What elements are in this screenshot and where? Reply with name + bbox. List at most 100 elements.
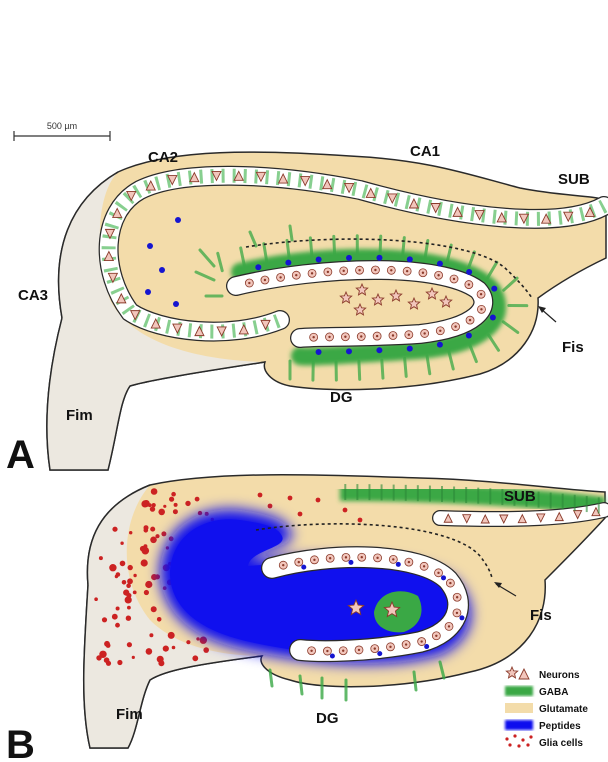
glia-cell [158,509,165,516]
glia-cell [155,534,159,538]
glia-cell [99,556,103,560]
label-sub-a: SUB [558,171,590,188]
glia-cell [163,646,169,652]
peptide-dot [316,349,322,355]
glia-cell [116,572,121,577]
peptide-dot [316,257,322,263]
glia-cell [125,596,132,603]
glia-cell [148,503,152,507]
peptide-dot [466,333,472,339]
peptide-dot [346,348,352,354]
glia-cell [149,633,153,637]
glia-cell [195,497,200,502]
legend-item-peptides: Peptides [505,720,581,732]
label-fim-b: Fim [116,706,143,723]
peptide-dot [346,255,352,261]
glia-cell [173,509,178,514]
glia-cell [142,547,150,555]
glia-cell [104,657,110,663]
peptide-dot [175,217,181,223]
peptide-dot [147,243,153,249]
glia-cell [163,505,166,508]
glia-cell [508,743,511,746]
peptide-dot [437,342,443,348]
glia-cell [128,565,133,570]
peptide-dot [255,264,261,270]
peptide-dot [437,261,443,267]
panel-a: CA1 CA2 CA3 SUB Fis DG Fim A [6,143,606,477]
legend-item-neurons: Neurons [506,667,580,681]
peptide-dot [173,301,179,307]
glia-cell [133,591,137,595]
glia-cell [168,632,175,639]
legend-item-glutamate: Glutamate [505,703,588,715]
glia-cell [112,614,118,620]
glia-cell [517,744,520,747]
peptide-dot [348,560,353,565]
glia-cell [133,574,136,577]
glia-cell [526,743,529,746]
panel-b: SUB Fis DG Fim B [6,475,605,762]
glia-cell [116,607,120,611]
glia-cell [127,578,133,584]
peptide-dot [330,654,335,659]
peptide-dot [376,347,382,353]
panel-a-fis-arrow [538,306,556,322]
glia-cell [151,574,157,580]
neuron-star [506,667,517,678]
glia-cell [144,590,149,595]
glia-cell [513,734,516,737]
label-fis-b: Fis [530,607,552,624]
gaba-stroke [414,672,416,690]
peptide-dot [490,314,496,320]
legend-label-glia: Glia cells [539,738,583,749]
label-fim-a: Fim [66,407,93,424]
gaba-stroke [359,361,360,379]
glia-cell [150,527,155,532]
glia-cell [102,617,107,622]
glia-cell [196,637,199,640]
gaba-stroke [405,358,407,376]
glia-cell [127,642,132,647]
glia-cell [185,501,190,506]
legend-label-peptides: Peptides [539,721,581,732]
peptide-dot [459,615,464,620]
glia-cell [298,512,303,517]
glia-cell [96,655,101,660]
glia-cell [174,503,178,507]
glia-cell [172,646,176,650]
glia-cell [200,637,207,644]
glia-cell [123,590,129,596]
scale-bar: 500 µm [14,121,110,141]
glia-cell [120,561,126,567]
gaba-stroke [382,360,383,378]
legend-label-gaba: GABA [539,687,568,698]
glia-cell [268,504,273,509]
peptide-dot [376,255,382,261]
label-ca1: CA1 [410,143,440,160]
peptide-dot [159,267,165,273]
glia-cell [152,503,156,507]
glia-cell [521,738,524,741]
glia-cell [122,580,127,585]
peptide-dot [285,260,291,266]
panel-a-letter: A [6,433,35,477]
glia-cell [112,527,117,532]
glia-cell [157,617,162,622]
peptide-dot [424,644,429,649]
pyramidal-neuron [519,669,529,679]
glia-cell [505,737,508,740]
glia-cell [106,643,111,648]
glia-cell [288,496,293,501]
glia-cell [117,660,122,665]
peptide-dot [396,562,401,567]
label-dg-b: DG [316,710,339,727]
peptide-dot [466,269,472,275]
glia-cell [145,581,152,588]
gaba-stroke [300,676,302,694]
gaba-stroke [270,670,272,686]
glia-cell [109,564,116,571]
peptide-dot [407,346,413,352]
glia-cell [94,597,98,601]
